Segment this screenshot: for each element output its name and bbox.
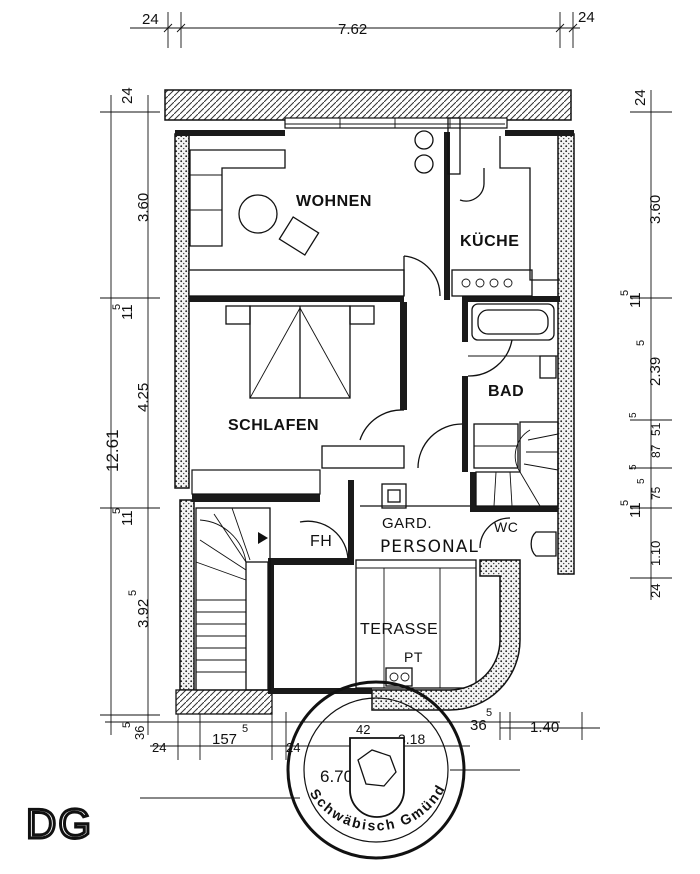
dim-right-51-sup: 5 bbox=[628, 412, 639, 418]
dim-left-11b: 11 bbox=[119, 510, 136, 526]
dim-right-75-sup: 5 bbox=[636, 478, 647, 484]
dim-right-11a: 11 bbox=[627, 292, 644, 308]
dim-right-360: 3.60 bbox=[647, 195, 664, 224]
dim-top-total: 7.62 bbox=[338, 21, 367, 38]
dim-right-11b-sup: 5 bbox=[619, 500, 631, 506]
dim-left-11a-sup: 5 bbox=[111, 304, 123, 310]
dim-left-11a: 11 bbox=[119, 304, 136, 320]
dim-bottom-670: 6.70 bbox=[320, 767, 353, 786]
dim-right-875: 87 bbox=[649, 444, 663, 458]
dim-bottom-140: 1.40 bbox=[530, 719, 559, 736]
dim-bottom-42: 42 bbox=[356, 722, 370, 737]
dim-right-875-sup: 5 bbox=[628, 464, 639, 470]
dim-right-239: 2.39 bbox=[647, 357, 664, 386]
municipal-stamp: Schwäbisch Gmünd bbox=[286, 680, 466, 860]
room-pt: PT bbox=[404, 649, 423, 665]
dim-bottom-36: 36 bbox=[470, 717, 487, 734]
room-wohnen: WOHNEN bbox=[296, 193, 372, 210]
dim-left-24: 24 bbox=[119, 87, 136, 104]
dim-bottom-157-sup: 5 bbox=[242, 723, 248, 735]
dim-left-total: 12.61 bbox=[103, 429, 122, 472]
dim-bottom-24a: 24 bbox=[152, 740, 166, 755]
dim-left-392-sup: 5 bbox=[127, 590, 139, 596]
dimension-right: 24 3.60 11 5 2.39 5 51 5 87 5 75 5 11 5 … bbox=[619, 89, 672, 600]
dimension-top: 24 7.62 24 bbox=[130, 9, 595, 48]
dim-left-5: 5 bbox=[121, 722, 133, 728]
dim-right-24: 24 bbox=[632, 89, 649, 106]
dimension-bottom: 24 157 5 24 42 3.18 36 5 1.40 6.70 bbox=[105, 707, 600, 799]
room-wc: WC bbox=[494, 519, 518, 535]
dim-left-392: 3.92 bbox=[135, 599, 152, 628]
room-terasse: TERASSE bbox=[360, 621, 438, 638]
interior-walls bbox=[188, 132, 560, 694]
dim-right-11a-sup: 5 bbox=[619, 290, 631, 296]
dim-left-11b-sup: 5 bbox=[111, 508, 123, 514]
room-kueche: KÜCHE bbox=[460, 231, 519, 250]
dim-right-11b: 11 bbox=[627, 502, 644, 518]
dim-left-425: 4.25 bbox=[135, 383, 152, 412]
room-bad: BAD bbox=[488, 383, 524, 400]
dim-left-360: 3.60 bbox=[135, 193, 152, 222]
dim-right-110: 1.10 bbox=[648, 541, 663, 566]
dim-right-239-sup: 5 bbox=[635, 340, 647, 346]
dim-bottom-36-sup: 5 bbox=[486, 707, 492, 719]
floor-label-group: DG bbox=[25, 799, 93, 849]
room-labels: WOHNEN KÜCHE SCHLAFEN BAD FH GARD. PERSO… bbox=[228, 193, 524, 665]
outer-walls bbox=[164, 89, 575, 715]
room-garderobe: GARD. bbox=[382, 515, 432, 532]
room-schlafen: SCHLAFEN bbox=[228, 417, 319, 434]
dim-left-36: 36 bbox=[132, 726, 147, 740]
room-fh: FH bbox=[310, 533, 332, 550]
dim-right-51: 51 bbox=[649, 422, 663, 436]
furniture bbox=[189, 117, 560, 711]
dim-right-bottom24: 24 bbox=[648, 584, 663, 598]
dim-top-left: 24 bbox=[142, 11, 159, 28]
floor-label: DG bbox=[26, 800, 93, 847]
dim-bottom-157: 157 bbox=[212, 731, 237, 748]
dimension-left: 24 3.60 11 5 4.25 12.61 11 5 3.92 5 36 5 bbox=[100, 87, 160, 740]
room-personal: PERSONAL bbox=[380, 537, 479, 557]
dim-top-right: 24 bbox=[578, 9, 595, 26]
dim-right-75: 75 bbox=[649, 486, 663, 500]
